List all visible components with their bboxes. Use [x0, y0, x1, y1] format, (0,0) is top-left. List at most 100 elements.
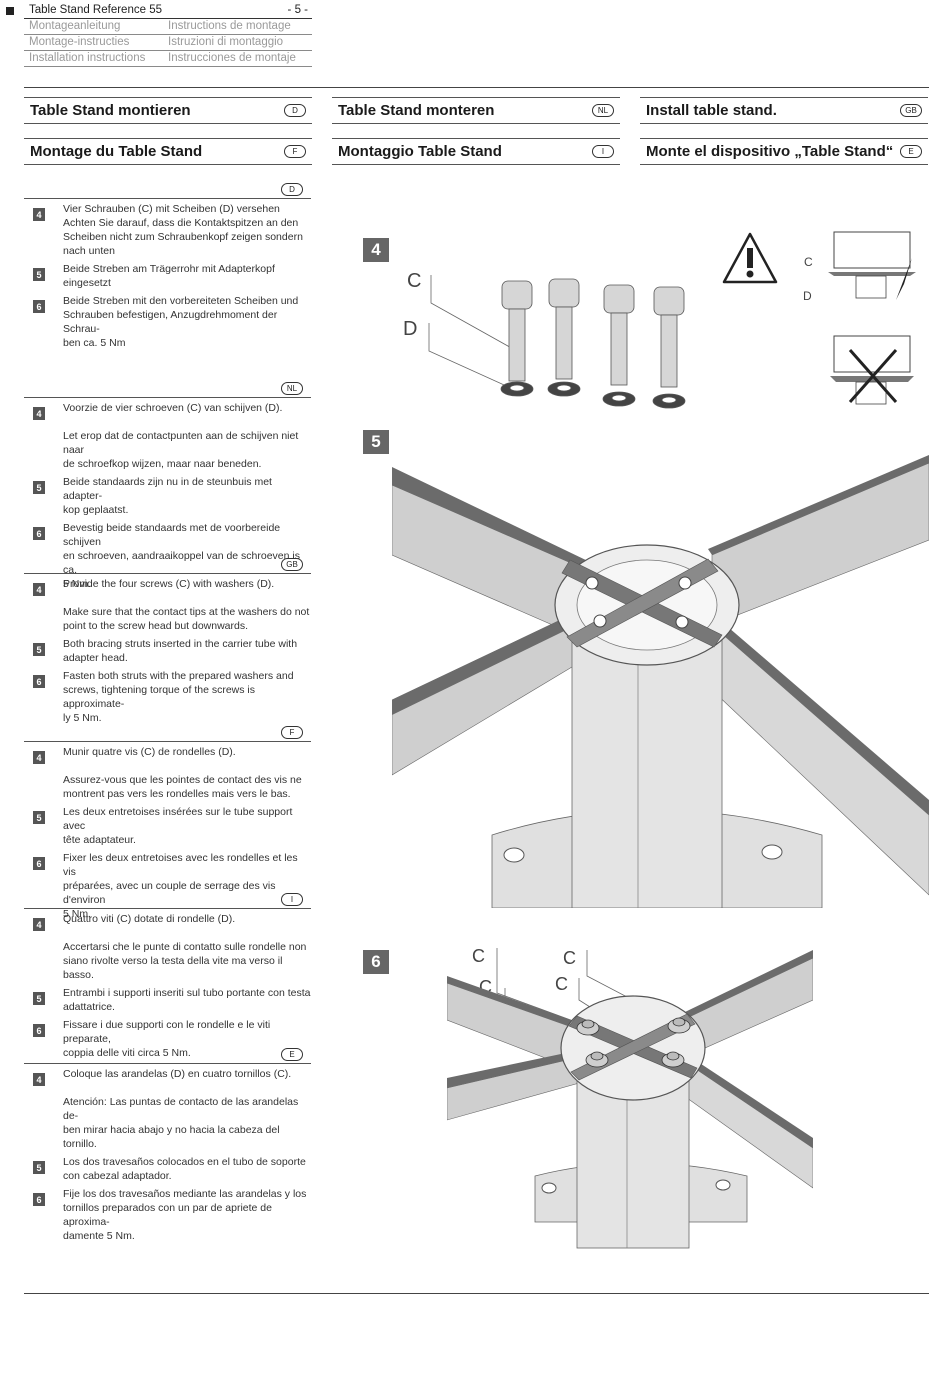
step-text: Both bracing struts inserted in the carr…: [63, 638, 298, 664]
step-text: Beide standaards zijn nu in de steunbuis…: [63, 476, 272, 516]
header-table: Table Stand Reference 55 - 5 - Montagean…: [24, 3, 312, 67]
step: 6 Fije los dos travesaños mediante las ar…: [24, 1187, 311, 1243]
step-number: 5: [33, 1161, 45, 1174]
step: 6 Beide Streben mit den vorbereiteten Sch…: [24, 294, 311, 350]
step-number: 6: [33, 857, 45, 870]
step-number: 5: [33, 268, 45, 281]
step-text: Beide Streben am Trägerrohr mit Adapterk…: [63, 263, 275, 289]
step-text: Fasten both struts with the prepared was…: [63, 670, 294, 724]
section-title: Install table stand.: [646, 102, 777, 119]
step-number: 6: [33, 300, 45, 313]
language-badge: D: [281, 182, 303, 196]
callout-label: C: [804, 255, 813, 269]
bolt-icon: [667, 1017, 691, 1034]
language-badge: NL: [592, 104, 614, 117]
section-divider: [24, 573, 311, 574]
step-number: 6: [33, 675, 45, 688]
washer-detail-diagram: C D: [803, 231, 916, 405]
section-divider: [24, 198, 311, 199]
screw-icon: [652, 286, 686, 409]
title-bar-gb: Install table stand. GB: [640, 97, 928, 124]
screw-icon: [547, 278, 581, 397]
header-row: Montageanleitung Instructions de montage: [24, 19, 312, 35]
header-bullet: [6, 7, 14, 15]
figure-number: 4: [363, 238, 389, 262]
language-badge: NL: [281, 381, 303, 395]
callout-label: C: [407, 270, 421, 292]
step-text: Fissare i due supporti con le rondelle e…: [63, 1019, 271, 1059]
step-text: Entrambi i supporti inseriti sul tubo po…: [63, 987, 311, 1013]
language-badge: F: [281, 725, 303, 739]
top-divider: [24, 87, 929, 88]
struts-in-tube-illustration: [392, 455, 929, 908]
section-title: Montaggio Table Stand: [338, 143, 502, 160]
step-text: Voorzie de vier schroeven (C) van schijv…: [63, 402, 299, 470]
cross-icon: [848, 349, 898, 403]
language-badge: GB: [281, 557, 303, 571]
language-badge: F: [284, 145, 306, 158]
callout-label: C: [472, 946, 485, 966]
step-number: 4: [33, 751, 45, 764]
step-text: Fije los dos travesaños mediante las ara…: [63, 1188, 307, 1242]
language-badge: I: [592, 145, 614, 158]
warning-icon: [722, 232, 778, 284]
title-bar-fr: Montage du Table Stand F: [24, 138, 312, 165]
header-row: Montage-instructies Istruzioni di montag…: [24, 35, 312, 51]
callout-label: C: [555, 974, 568, 994]
screws-washers-illustration: C D: [403, 270, 686, 409]
step: 6 Fasten both struts with the prepared wa…: [24, 669, 311, 725]
header-label: Montage-instructies: [29, 36, 130, 48]
step-number: 4: [33, 1073, 45, 1086]
step-number: 5: [33, 643, 45, 656]
figure-number: 6: [363, 950, 389, 974]
header-label: Instrucciones de montaje: [168, 52, 296, 64]
language-badge: I: [281, 892, 303, 906]
section-title: Table Stand monteren: [338, 102, 495, 119]
step-text: Quattro viti (C) dotate di rondelle (D).…: [63, 913, 307, 981]
title-bar-es: Monte el dispositivo „Table Stand“ E: [640, 138, 928, 165]
screw-icon: [500, 280, 534, 397]
step: 5 Both bracing struts inserted in the car…: [24, 637, 311, 665]
title-bar-de: Table Stand montieren D: [24, 97, 312, 124]
callout-label: C: [563, 948, 576, 968]
callout-label: D: [403, 318, 417, 340]
language-badge: GB: [900, 104, 922, 117]
bolt-icon: [585, 1051, 609, 1068]
section-divider: [24, 397, 311, 398]
step-text: Beide Streben mit den vorbereiteten Sche…: [63, 295, 299, 349]
step-text: Vier Schrauben (C) mit Scheiben (D) vers…: [63, 203, 303, 257]
title-bar-nl: Table Stand monteren NL: [332, 97, 620, 124]
header-label: Montageanleitung: [29, 20, 121, 32]
header-row: Installation instructions Instrucciones …: [24, 51, 312, 67]
language-badge: D: [284, 104, 306, 117]
step-number: 6: [33, 527, 45, 540]
page-number: - 5 -: [287, 4, 308, 16]
step-text: Provide the four screws (C) with washers…: [63, 578, 310, 632]
bolt-icon: [661, 1051, 685, 1068]
section-divider: [24, 741, 311, 742]
bottom-divider: [24, 1293, 929, 1294]
step-number: 6: [33, 1193, 45, 1206]
bolt-icon: [576, 1019, 600, 1036]
section-divider: [24, 1063, 311, 1064]
header-label: Istruzioni di montaggio: [168, 36, 284, 48]
step-number: 5: [33, 481, 45, 494]
step-number: 4: [33, 583, 45, 596]
language-badge: E: [281, 1047, 303, 1061]
section-title: Table Stand montieren: [30, 102, 191, 119]
